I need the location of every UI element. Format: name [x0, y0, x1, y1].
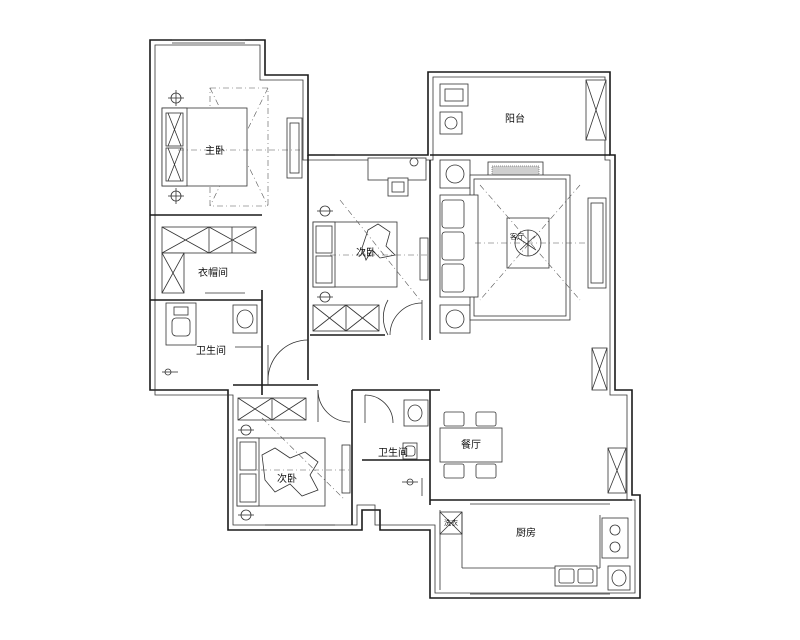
bathroom-2-fixtures	[402, 399, 429, 496]
room-label-bathroom-2: 卫生间	[378, 446, 408, 459]
door-swings	[267, 299, 423, 424]
room-label-master-bedroom: 主卧	[205, 144, 225, 157]
room-label-bathroom-1: 卫生间	[196, 344, 226, 357]
room-label-kitchen: 厨房	[516, 526, 536, 539]
room-label-balcony: 阳台	[505, 112, 525, 125]
second-bedroom-2-furniture	[236, 397, 352, 521]
room-label-laundry: 洗衣	[444, 518, 458, 527]
room-label-dining-room: 餐厅	[461, 438, 481, 451]
room-label-living-room: 客厅	[510, 232, 524, 241]
dining-room-furniture	[439, 411, 627, 494]
living-room-furniture	[439, 159, 608, 391]
master-bedroom-furniture	[161, 87, 303, 207]
kitchen-fixtures	[439, 510, 631, 591]
second-bedroom-1-furniture	[312, 157, 430, 332]
room-label-walk-in-closet: 衣帽间	[198, 266, 228, 279]
bathroom-1-fixtures	[162, 302, 262, 376]
closet-cabinets	[161, 226, 257, 294]
balcony-fixtures	[439, 79, 607, 141]
room-label-second-bedroom-2: 次卧	[277, 472, 297, 485]
interior-walls	[150, 154, 632, 525]
room-label-second-bedroom-1: 次卧	[356, 246, 376, 259]
